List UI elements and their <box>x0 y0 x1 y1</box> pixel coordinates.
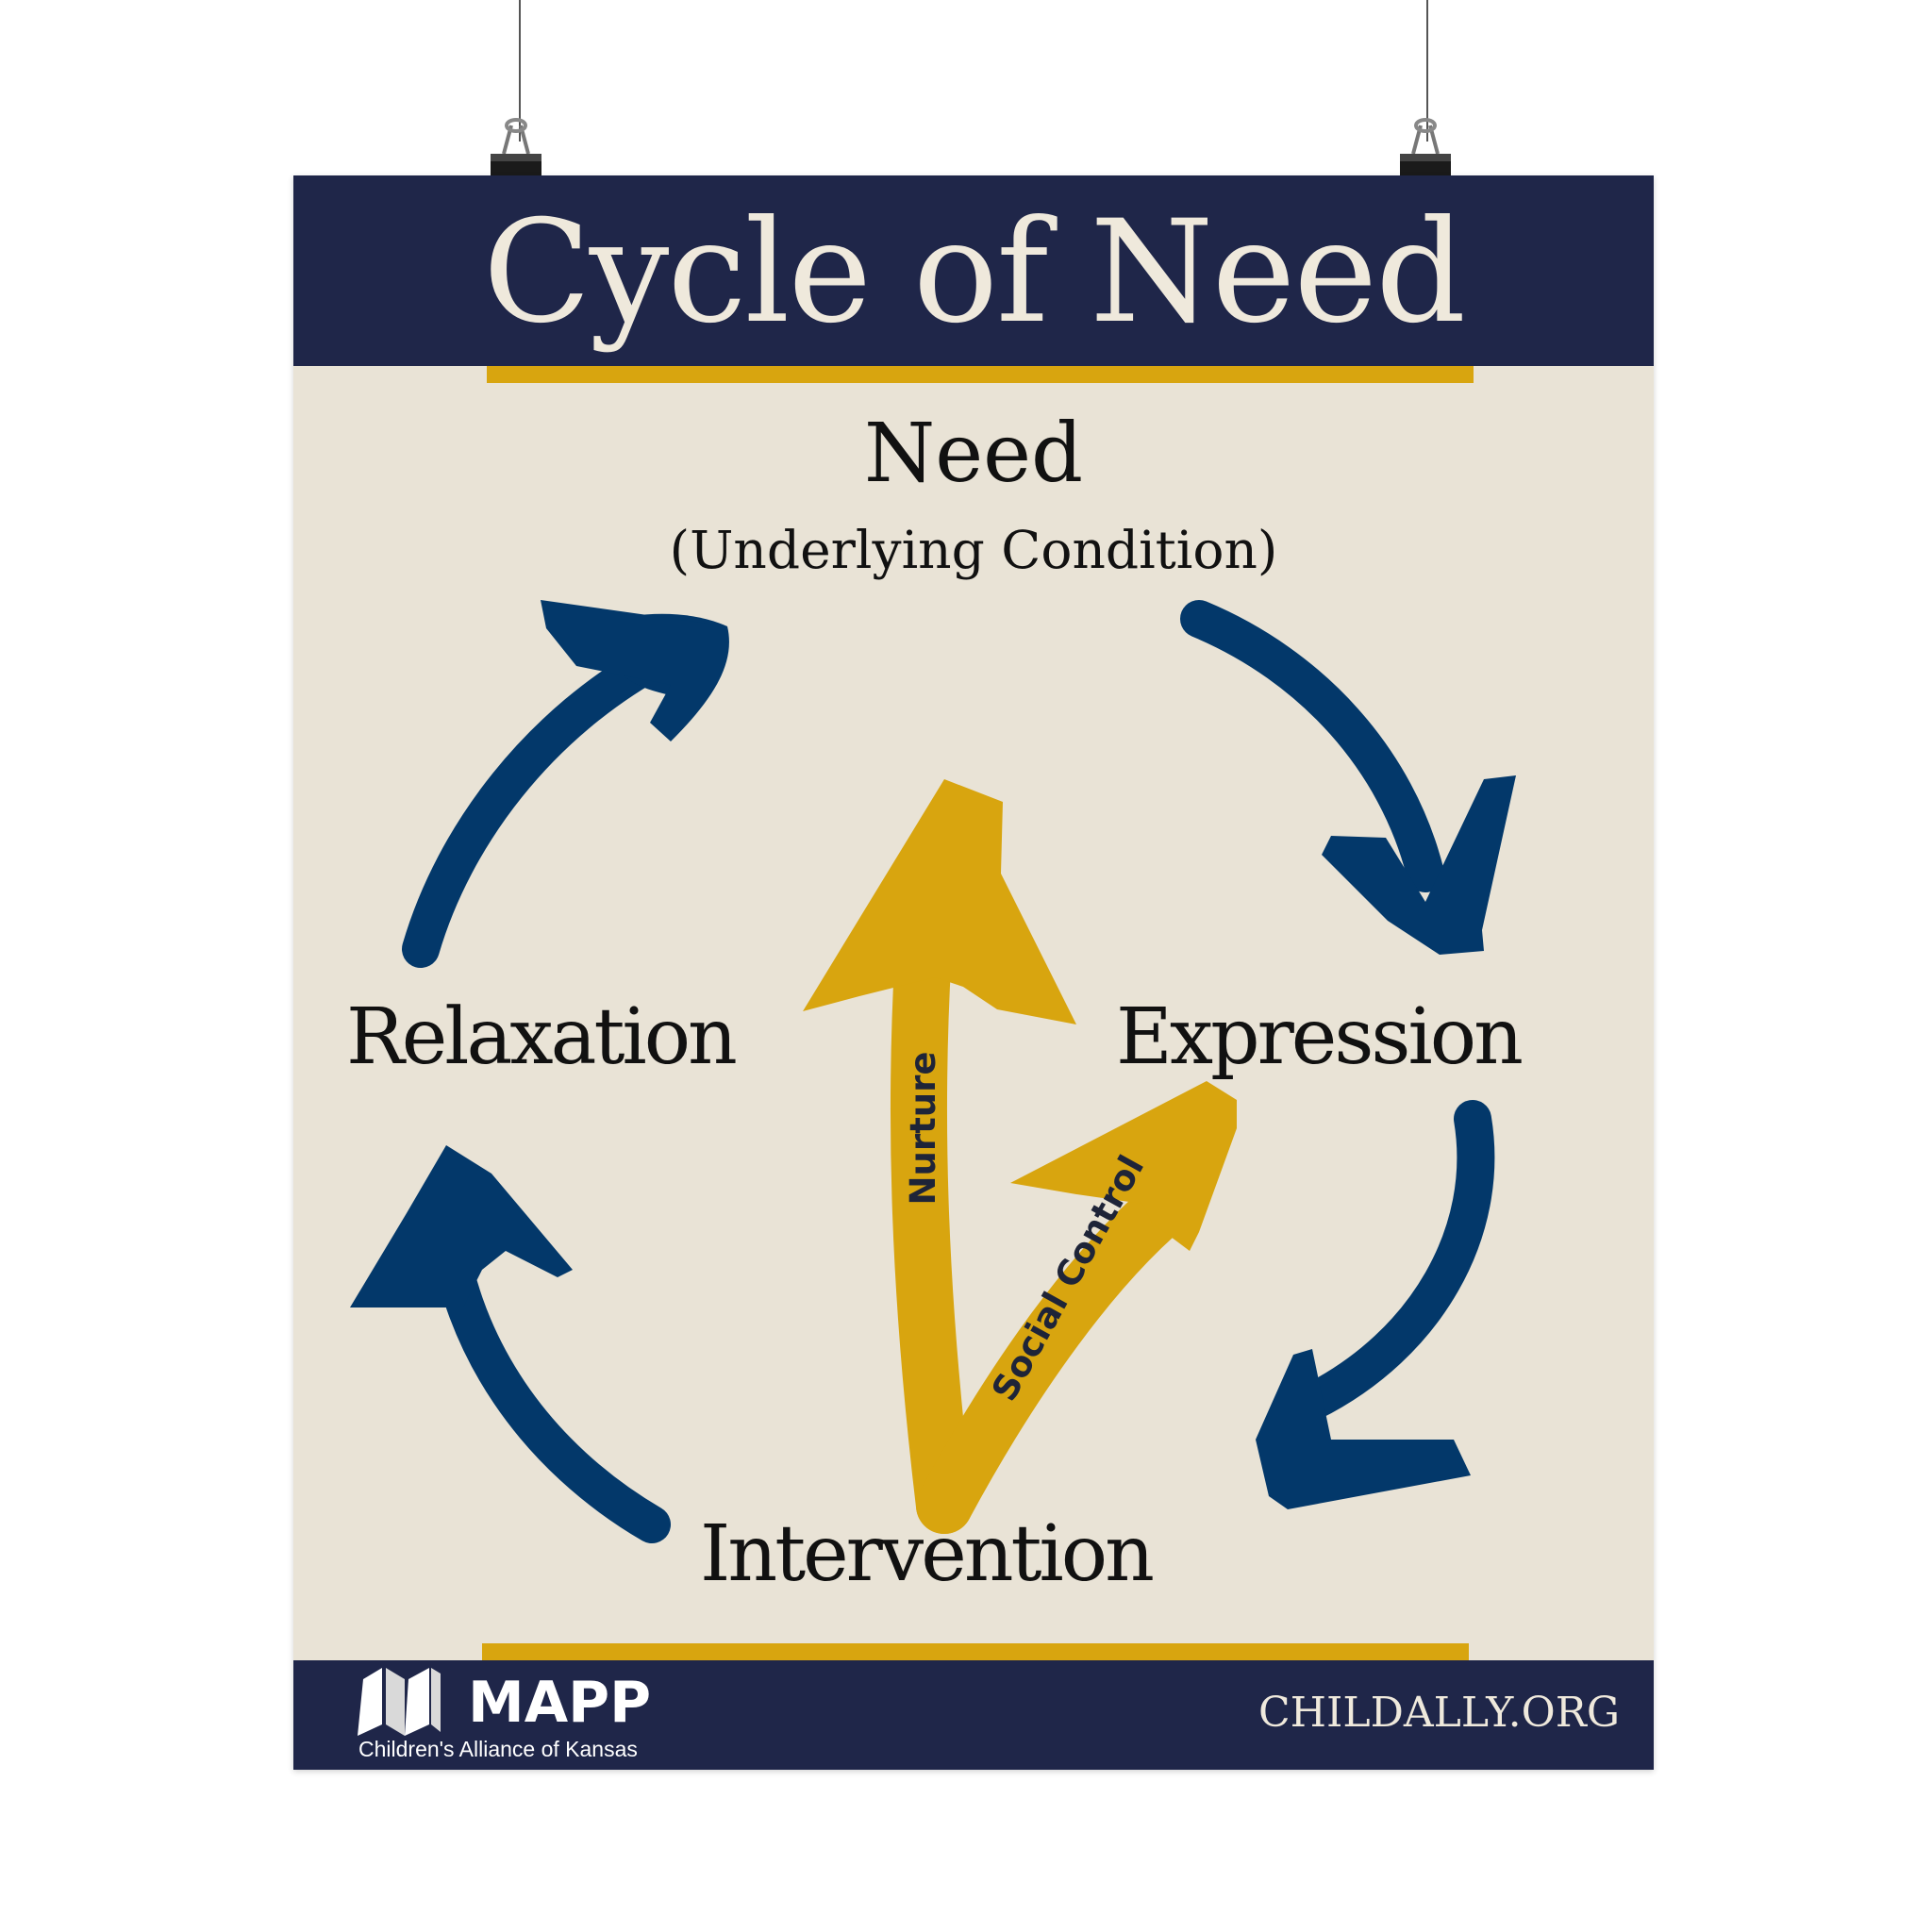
hanging-wire-left <box>519 0 521 142</box>
node-need-sublabel: (Underlying Condition) <box>669 520 1278 580</box>
arrow-nurture <box>803 779 1076 1534</box>
node-need: Need <box>863 407 1084 501</box>
website-link[interactable]: CHILDALLY.ORG <box>1257 1689 1620 1737</box>
nurture-label: Nurture <box>903 1052 943 1206</box>
brand-name: MAPP <box>468 1670 652 1736</box>
arrow-relaxation-to-need <box>402 600 729 968</box>
top-gold-divider <box>487 366 1474 383</box>
arrow-expression-to-intervention <box>1256 1100 1495 1509</box>
node-relaxation: Relaxation <box>346 992 738 1082</box>
node-expression: Expression <box>1116 992 1524 1082</box>
brand-subtitle: Children's Alliance of Kansas <box>358 1737 638 1761</box>
node-intervention: Intervention <box>700 1509 1155 1599</box>
footer-band: MAPP Children's Alliance of Kansas CHILD… <box>293 1660 1654 1770</box>
cycle-diagram: Nurture Social Control <box>350 600 1516 1543</box>
arrow-social-control <box>916 1081 1237 1534</box>
poster: Cycle of Need <box>293 175 1654 1770</box>
poster-title: Cycle of Need <box>482 191 1466 355</box>
header-band: Cycle of Need <box>293 175 1654 366</box>
hanging-wire-right <box>1426 0 1428 142</box>
arrow-intervention-to-relaxation <box>350 1145 671 1543</box>
bottom-gold-divider <box>482 1643 1469 1660</box>
folded-map-icon <box>358 1668 441 1736</box>
arrow-need-to-expression <box>1180 600 1516 955</box>
